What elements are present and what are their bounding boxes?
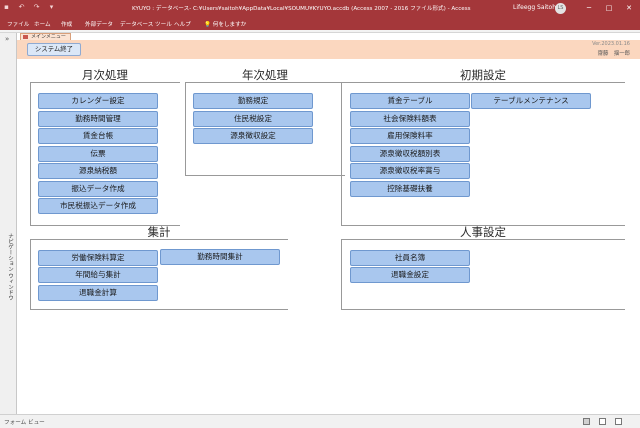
wage-table-button[interactable]: 賃金テーブル: [350, 93, 470, 109]
section-personnel-title: 人事設定: [460, 225, 506, 239]
avatar[interactable]: LS: [555, 3, 566, 14]
employee-roster-button[interactable]: 社員名簿: [350, 250, 470, 266]
version-label: Ver.2023.01.16: [592, 41, 630, 47]
tab-home[interactable]: ホーム: [34, 22, 51, 28]
editor-name: 齋藤 揺一郎: [597, 51, 630, 57]
system-exit-button[interactable]: システム終了: [27, 43, 81, 56]
withholding-bonus-rate-button[interactable]: 源泉徴収税率賞与: [350, 163, 470, 179]
section-initial-title: 初期設定: [460, 68, 506, 82]
wage-ledger-button[interactable]: 賃金台帳: [38, 128, 158, 144]
navigation-pane-label: ナビゲーション ウィンドウ: [7, 233, 13, 301]
minimize-button[interactable]: ─: [586, 4, 592, 12]
ribbon-tabs: ファイル ホーム 作成 外部データ データベース ツール ヘルプ 💡 何をします…: [0, 17, 640, 30]
tab-help[interactable]: ヘルプ: [174, 22, 191, 28]
table-maintenance-button[interactable]: テーブルメンテナンス: [471, 93, 591, 109]
tab-create[interactable]: 作成: [61, 22, 73, 28]
tab-main-menu[interactable]: メインメニュー: [20, 33, 71, 40]
tab-database-tools[interactable]: データベース ツール: [120, 22, 172, 28]
save-icon[interactable]: ▪: [4, 3, 9, 11]
quick-access-toolbar: ▪ ↶ ↷ ▾: [2, 3, 56, 12]
main-menu-form: システム終了 Ver.2023.01.16 齋藤 揺一郎 月次処理 カレンダー設…: [17, 40, 640, 414]
layout-view-icon[interactable]: [599, 418, 606, 425]
section-yearly: 年次処理 勤務規定 住民税設定 源泉徴収設定: [185, 67, 345, 177]
status-view-label: フォーム ビュー: [4, 420, 45, 426]
form-header: システム終了 Ver.2023.01.16 齋藤 揺一郎: [17, 40, 640, 59]
section-monthly: 月次処理 カレンダー設定 勤務時間管理 賃金台帳 伝票 源泉納税額 振込データ作…: [30, 67, 180, 227]
navigation-pane[interactable]: » ナビゲーション ウィンドウ: [0, 33, 17, 414]
voucher-button[interactable]: 伝票: [38, 146, 158, 162]
employment-insurance-rate-button[interactable]: 雇用保険料率: [350, 128, 470, 144]
social-insurance-table-button[interactable]: 社会保険料額表: [350, 111, 470, 127]
section-initial: 初期設定 賃金テーブル テーブルメンテナンス 社会保険料額表 雇用保険料率 源泉…: [341, 67, 625, 227]
work-hours-button[interactable]: 勤務時間管理: [38, 111, 158, 127]
section-personnel: 人事設定 社員名簿 退職金設定: [341, 224, 625, 311]
maximize-button[interactable]: □: [605, 4, 613, 12]
work-hours-totals-button[interactable]: 勤務時間集計: [160, 249, 280, 265]
expand-nav-icon[interactable]: »: [5, 35, 10, 43]
undo-icon[interactable]: ↶: [18, 3, 25, 11]
annual-salary-totals-button[interactable]: 年間給与集計: [38, 267, 158, 283]
status-bar: フォーム ビュー: [0, 414, 640, 428]
window-title: KYUYO : データベース- C:¥Users¥saitoh¥AppData¥…: [132, 6, 471, 12]
design-view-icon[interactable]: [615, 418, 622, 425]
form-view-icon[interactable]: [583, 418, 590, 425]
section-yearly-frame: [185, 82, 345, 176]
document-tab-bar: メインメニュー: [17, 33, 640, 40]
tab-external-data[interactable]: 外部データ: [85, 22, 113, 28]
section-monthly-title: 月次処理: [82, 68, 128, 82]
tab-file[interactable]: ファイル: [7, 22, 30, 28]
resident-tax-settings-button[interactable]: 住民税設定: [193, 111, 313, 127]
section-yearly-title: 年次処理: [242, 68, 288, 82]
section-totals-frame: [30, 239, 288, 310]
section-totals: 集計 労働保険料算定 勤務時間集計 年間給与集計 退職金計算: [30, 224, 288, 311]
redo-icon[interactable]: ↷: [33, 3, 40, 11]
title-bar: ▪ ↶ ↷ ▾ KYUYO : データベース- C:¥Users¥saitoh¥…: [0, 0, 640, 17]
tell-me-label: 何をしますか: [212, 22, 247, 28]
withholding-settings-button[interactable]: 源泉徴収設定: [193, 128, 313, 144]
basic-deduction-button[interactable]: 控除基礎扶養: [350, 181, 470, 197]
retirement-settings-button[interactable]: 退職金設定: [350, 267, 470, 283]
ribbon-collapsed-strip: [0, 30, 640, 33]
form-icon: [23, 35, 28, 39]
section-totals-title: 集計: [147, 225, 171, 239]
municipal-tax-transfer-button[interactable]: 市民税振込データ作成: [38, 198, 158, 214]
section-monthly-frame: [30, 82, 180, 226]
section-personnel-frame: [341, 239, 625, 310]
user-name[interactable]: Lifeegg Saitoh: [513, 4, 557, 11]
withholding-tax-button[interactable]: 源泉納税額: [38, 163, 158, 179]
customize-qat-icon[interactable]: ▾: [49, 3, 54, 11]
tab-main-menu-label: メインメニュー: [31, 34, 66, 40]
withholding-tax-table-button[interactable]: 源泉徴収税額別表: [350, 146, 470, 162]
section-initial-frame: [341, 82, 625, 226]
retirement-calc-button[interactable]: 退職金計算: [38, 285, 158, 301]
work-rules-button[interactable]: 勤務規定: [193, 93, 313, 109]
labor-insurance-calc-button[interactable]: 労働保険料算定: [38, 250, 158, 266]
transfer-data-button[interactable]: 振込データ作成: [38, 181, 158, 197]
calendar-settings-button[interactable]: カレンダー設定: [38, 93, 158, 109]
close-button[interactable]: ✕: [626, 4, 632, 12]
tell-me-search[interactable]: 💡 何をしますか: [204, 20, 246, 28]
lightbulb-icon: 💡: [204, 22, 211, 28]
